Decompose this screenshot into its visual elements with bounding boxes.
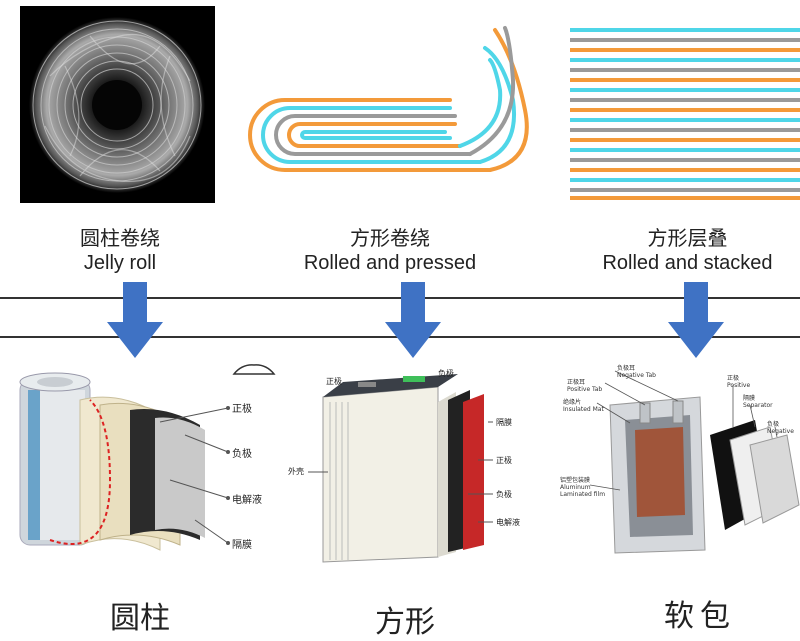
jelly-roll-image [20,6,215,203]
label-cn: 正极 [727,375,740,382]
label-negative: 负极 [496,490,512,499]
label-laminated-film: 铝塑包装膜 Aluminum Laminated film [560,477,605,498]
label-positive: 正极 Positive [727,375,750,389]
caption-rolled-stacked: 方形层叠 Rolled and stacked [575,226,800,276]
label-pouch: 软包 [664,599,736,634]
pouch-cell-diagram: 负极耳 Negative Tab 正极耳 Positive Tab 绝缘片 In… [555,365,800,565]
caption-cn: 方形卷绕 [350,226,430,250]
label-separator: 隔膜 [496,418,512,427]
label-separator: 隔膜 [232,540,252,551]
label-positive-tab: 正极耳 Positive Tab [567,379,602,393]
label-insulated-mat: 绝缘片 Insulated Mat [563,399,604,413]
label-negative: 负极 [232,449,252,460]
label-cn: 正极耳 [567,379,586,386]
caption-en: Rolled and stacked [602,252,773,274]
label-cn: 负极 [767,421,780,428]
down-arrow-icon [385,282,441,358]
label-cn: 隔膜 [743,395,756,402]
rolled-stacked-image [570,26,800,202]
caption-rolled-pressed: 方形卷绕 Rolled and pressed [270,226,510,276]
cylindrical-cell-diagram: 正极 负极 电解液 隔膜 [10,360,280,570]
label-en: Separator [743,402,773,409]
label-positive-top: 正极 [326,377,342,386]
label-positive: 正极 [496,456,512,465]
label-negative-top: 负极 [438,369,454,378]
prismatic-cell-diagram: 正极 负极 外壳 隔膜 正极 负极 电解液 [288,362,538,572]
label-en: Negative Tab [617,372,656,379]
caption-jelly-roll: 圆柱卷绕 Jelly roll [20,226,220,276]
label-cn: 负极耳 [617,365,636,372]
down-arrow-icon [668,282,724,358]
label-en: Negative [767,428,794,435]
label-cylindrical: 圆柱 [110,601,170,636]
caption-en: Rolled and pressed [303,252,477,274]
label-cn: 铝塑包装膜 [560,477,591,484]
divider-line-top [0,297,800,299]
label-en: Insulated Mat [563,406,604,413]
label-case: 外壳 [288,467,304,476]
rolled-pressed-image [245,20,545,200]
label-negative-tab: 负极耳 Negative Tab [617,365,656,379]
label-en: Positive Tab [567,386,603,393]
caption-cn: 圆柱卷绕 [80,226,160,250]
label-en: Aluminum [560,484,591,491]
label-positive: 正极 [232,404,252,415]
label-electrolyte: 电解液 [232,495,262,506]
label-cn: 绝缘片 [563,399,582,406]
label-en: Laminated film [560,491,606,498]
caption-cn: 方形层叠 [647,226,728,250]
label-negative: 负极 Negative [767,421,794,435]
label-separator: 隔膜 Separator [743,395,773,409]
label-prismatic: 方形 [375,605,435,640]
caption-en: Jelly roll [83,252,157,274]
label-electrolyte: 电解液 [496,518,520,527]
label-en: Positive [727,382,751,389]
down-arrow-icon [107,282,163,358]
car-logo-icon [232,364,276,375]
